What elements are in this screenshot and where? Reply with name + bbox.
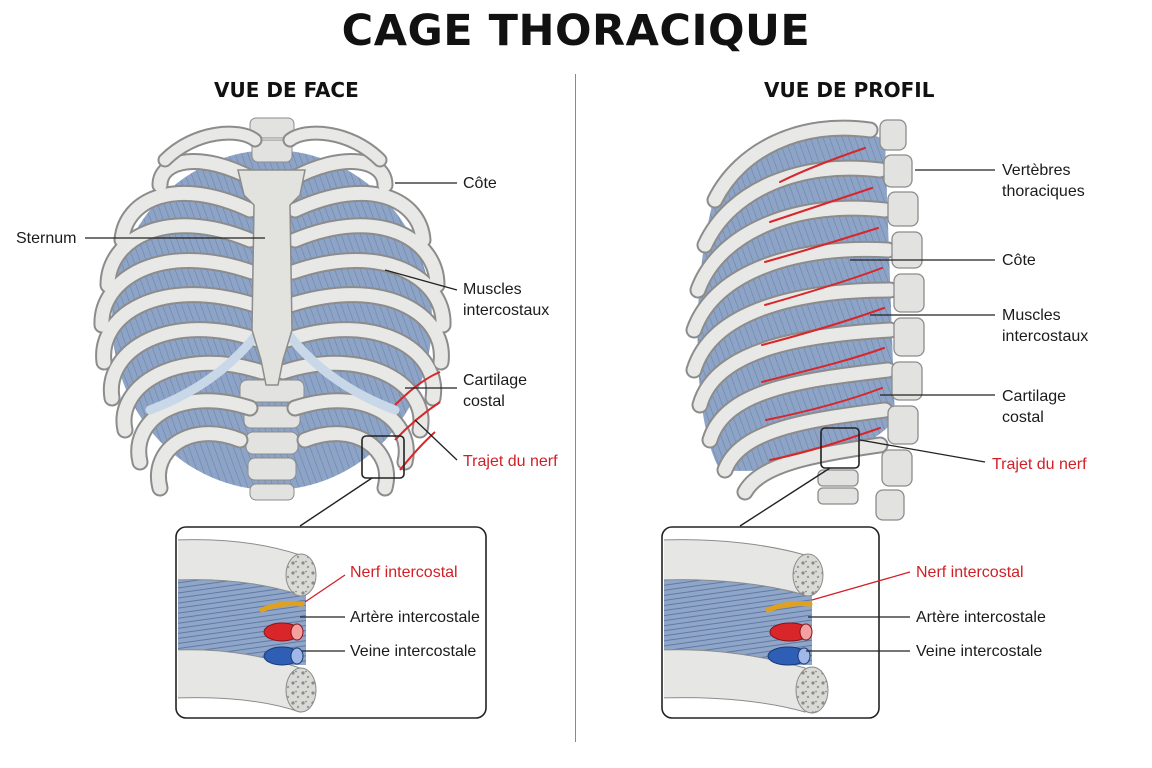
side-label-muscles-line1: Muscles bbox=[1002, 307, 1061, 324]
side-inset-label-artere: Artère intercostale bbox=[916, 609, 1046, 626]
side-label-cote: Côte bbox=[1002, 252, 1036, 269]
front-label-cote: Côte bbox=[463, 175, 497, 192]
side-label-vertebres-line2: thoraciques bbox=[1002, 183, 1085, 200]
side-label-cartilage: Cartilage costal bbox=[1002, 386, 1066, 428]
front-sternum bbox=[237, 169, 306, 386]
side-label-muscles: Muscles intercostaux bbox=[1002, 305, 1088, 347]
page-title: CAGE THORACIQUE bbox=[341, 6, 811, 56]
view-divider bbox=[575, 74, 576, 742]
front-label-cartilage: Cartilage costal bbox=[463, 370, 527, 412]
front-zoom-box bbox=[361, 435, 405, 479]
side-label-nerf-trajet: Trajet du nerf bbox=[992, 456, 1087, 473]
front-label-nerf-trajet: Trajet du nerf bbox=[463, 453, 558, 470]
side-label-vertebres-line1: Vertèbres bbox=[1002, 162, 1071, 179]
front-label-sternum: Sternum bbox=[16, 230, 77, 247]
front-spine bbox=[239, 117, 305, 501]
side-label-cartilage-line1: Cartilage bbox=[1002, 388, 1067, 405]
side-inset bbox=[661, 526, 911, 719]
front-inset bbox=[175, 526, 487, 719]
front-label-muscles-line2: intercostaux bbox=[463, 302, 550, 319]
side-spine bbox=[817, 119, 925, 521]
side-nerve-paths bbox=[761, 147, 885, 461]
side-view-title: VUE DE PROFIL bbox=[764, 78, 935, 102]
side-inset-label-nerf: Nerf intercostal bbox=[916, 564, 1024, 581]
front-view-title: VUE DE FACE bbox=[214, 78, 359, 102]
front-label-muscles-line1: Muscles bbox=[463, 281, 522, 298]
side-label-muscles-line2: intercostaux bbox=[1002, 328, 1089, 345]
front-costal-cartilage bbox=[145, 325, 400, 415]
front-label-cartilage-line1: Cartilage bbox=[463, 372, 528, 389]
side-inset-label-veine: Veine intercostale bbox=[916, 643, 1043, 660]
front-inset-label-nerf: Nerf intercostal bbox=[350, 564, 458, 581]
side-zoom-box bbox=[820, 427, 860, 469]
front-ribcage bbox=[93, 117, 452, 527]
side-ribcage bbox=[685, 119, 925, 527]
front-inset-label-artere: Artère intercostale bbox=[350, 609, 480, 626]
front-callout-lines bbox=[85, 182, 458, 461]
side-label-cartilage-line2: costal bbox=[1002, 409, 1044, 426]
side-label-vertebres: Vertèbres thoraciques bbox=[1002, 160, 1085, 202]
front-label-cartilage-line2: costal bbox=[463, 393, 505, 410]
side-callout-lines bbox=[850, 169, 995, 463]
front-inset-label-veine: Veine intercostale bbox=[350, 643, 477, 660]
front-label-muscles: Muscles intercostaux bbox=[463, 279, 549, 321]
